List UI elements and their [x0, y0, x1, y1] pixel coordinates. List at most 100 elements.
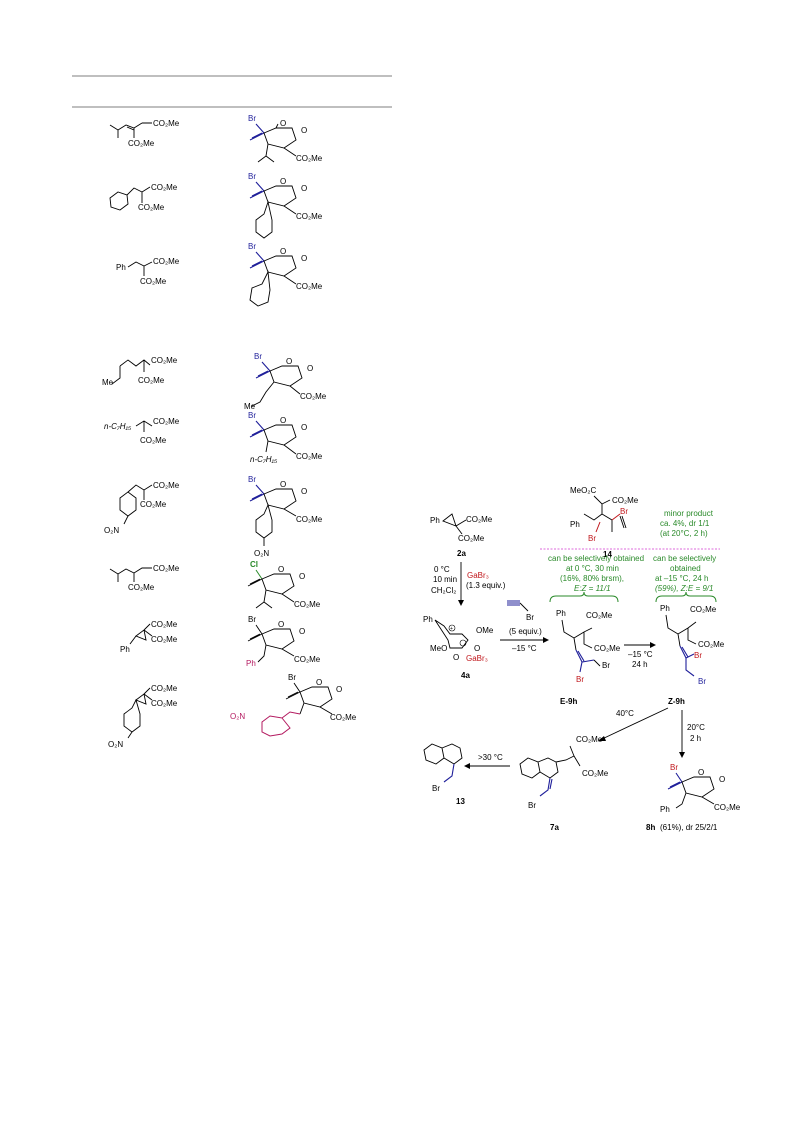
row4-product-me: Me — [244, 402, 256, 411]
row1-product: Br O O CO₂Me — [248, 114, 323, 163]
8h-carbonyl-o: O — [719, 775, 725, 784]
8h-yield: (61%), dr 25/2/1 — [660, 823, 718, 832]
E9h-ester1: CO₂Me — [586, 611, 613, 620]
row7-product-ester: CO₂Me — [294, 600, 321, 609]
14-ester1: MeO₂C — [570, 486, 596, 495]
compound-7a: CO₂Me CO₂Me Br 7a — [519, 735, 609, 832]
arrow-7a-13-head — [464, 763, 470, 769]
row4-product-ester: CO₂Me — [300, 392, 327, 401]
step4-temp: 40°C — [616, 709, 634, 718]
E-note-3: (16%, 80% brsm), — [560, 574, 624, 583]
Z-note-3: at –15 °C, 24 h — [655, 574, 708, 583]
Z9h-br-vinyl: Br — [694, 651, 702, 660]
E9h-ph: Ph — [556, 609, 566, 618]
row2-product-halogen: Br — [248, 172, 256, 181]
2a-ester2: CO₂Me — [458, 534, 485, 543]
4a-plus-charge — [448, 624, 456, 632]
row2-product-ring-o: O — [280, 177, 286, 186]
row3-product-carbonyl-o: O — [301, 254, 307, 263]
row2-reactant: CO₂Me CO₂Me — [109, 183, 178, 212]
propargyl-equiv: (5 equiv.) — [509, 627, 542, 636]
row6-product-ring-o: O — [280, 480, 286, 489]
minor-note-1: minor product — [664, 509, 714, 518]
row4-product-halogen: Br — [254, 352, 262, 361]
row4-product-carbonyl-o: O — [307, 364, 313, 373]
row7-product-halogen: Cl — [250, 560, 258, 569]
step2-temp: –15 °C — [628, 650, 653, 659]
row5-product-halogen: Br — [248, 411, 256, 420]
row8-product: Br O O Ph CO₂Me — [246, 615, 321, 668]
row3-product-halogen: Br — [248, 242, 256, 251]
4a-o-right: O — [474, 644, 480, 653]
compound-13: Br 13 — [423, 743, 465, 806]
propargyl-br: Br — [526, 613, 534, 622]
row9-product: Br O O O₂N CO₂Me — [230, 673, 357, 737]
row1-product-carbonyl-o: O — [301, 126, 307, 135]
Z9h-ester1: CO₂Me — [690, 605, 717, 614]
row8-product-ph: Ph — [246, 659, 256, 668]
14-ph: Ph — [570, 520, 580, 529]
4a-meo: MeO — [430, 644, 447, 653]
row5-reactant: n-C₇H₁₅ CO₂Me CO₂Me — [104, 417, 180, 445]
compound-8h: Br O O Ph CO₂Me 8h (61%), dr 25/2/1 — [646, 763, 741, 832]
row3-product-ring-o: O — [280, 247, 286, 256]
row7-product-ring-o: O — [278, 565, 284, 574]
Z-note-4: (59%), Z:E = 9/1 — [655, 584, 713, 593]
row5-product: Br O O n-C₇H₁₅ CO₂Me — [248, 411, 323, 464]
4a-label: 4a — [461, 671, 470, 680]
propargyl-bromide: Br (5 equiv.) — [507, 600, 542, 636]
propargyl-temp: –15 °C — [512, 644, 537, 653]
E-note-4: E:Z = 11/1 — [574, 584, 611, 593]
row7-product-carbonyl-o: O — [299, 572, 305, 581]
arrow-4a-E9h-head — [543, 637, 549, 643]
row3-reactant-ph: Ph — [116, 263, 126, 272]
cond1-reagent: GaBr₃ — [467, 571, 489, 580]
row9-product-ring-o: O — [316, 678, 322, 687]
4a-gabr3: GaBr₃ — [466, 654, 488, 663]
Z-note-2: obtained — [670, 564, 701, 573]
row5-reactant-ester1: CO₂Me — [153, 417, 180, 426]
8h-ester: CO₂Me — [714, 803, 741, 812]
cond1-temp: 0 °C — [434, 565, 450, 574]
row6-product: Br O O O₂N CO₂Me — [248, 475, 323, 558]
row2-reactant-ester2: CO₂Me — [138, 203, 165, 212]
row1-product-ester: CO₂Me — [296, 154, 323, 163]
Z9h-label: Z-9h — [668, 697, 685, 706]
arrow-2a-4a-head — [458, 600, 464, 606]
row9-reactant-nitro: O₂N — [108, 740, 123, 749]
row2-product-carbonyl-o: O — [301, 184, 307, 193]
E-note-1: can be selectively obtained — [548, 554, 644, 563]
compound-2a: Ph CO₂Me CO₂Me 2a — [430, 513, 493, 558]
4a-ph: Ph — [423, 615, 433, 624]
row2-reactant-ester1: CO₂Me — [151, 183, 178, 192]
row8-reactant-ester1: CO₂Me — [151, 620, 178, 629]
cond1-solvent: CH₂Cl₂ — [431, 586, 456, 595]
row8-reactant-ph: Ph — [120, 645, 130, 654]
step5-temp: >30 °C — [478, 753, 503, 762]
step2-time: 24 h — [632, 660, 648, 669]
row9-product-nitro: O₂N — [230, 712, 245, 721]
row3-product: Br O O CO₂Me — [248, 242, 323, 307]
2a-label: 2a — [457, 549, 466, 558]
13-label: 13 — [456, 797, 465, 806]
E9h-ester2: CO₂Me — [594, 644, 621, 653]
row6-reactant: CO₂Me CO₂Me O₂N — [104, 481, 180, 535]
7a-br: Br — [528, 801, 536, 810]
row8-reactant-ester2: CO₂Me — [151, 635, 178, 644]
row8-product-ring-o: O — [278, 620, 284, 629]
compound-E9h: Ph CO₂Me CO₂Me Br Br E-9h — [556, 609, 621, 706]
row3-product-ester: CO₂Me — [296, 282, 323, 291]
row4-reactant-ester1: CO₂Me — [151, 356, 178, 365]
row9-product-halogen: Br — [288, 673, 296, 682]
7a-ester1: CO₂Me — [576, 735, 603, 744]
row5-product-ring-o: O — [280, 416, 286, 425]
row8-reactant: CO₂Me CO₂Me Ph — [120, 620, 178, 654]
Z9h-br-allyl: Br — [698, 677, 706, 686]
row3-reactant: Ph CO₂Me CO₂Me — [116, 257, 180, 286]
row9-product-carbonyl-o: O — [336, 685, 342, 694]
2a-ester1: CO₂Me — [466, 515, 493, 524]
row2-product-ester: CO₂Me — [296, 212, 323, 221]
2a-ph: Ph — [430, 516, 440, 525]
